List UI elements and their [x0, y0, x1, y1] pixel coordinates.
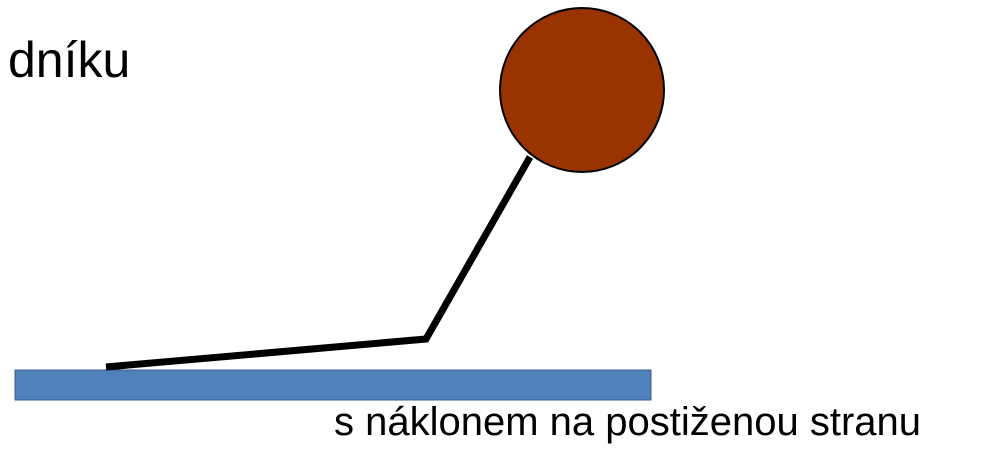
- head-circle: [499, 7, 665, 173]
- heading-text: dníku: [8, 32, 131, 88]
- caption-text: s náklonem na postiženou stranu: [334, 400, 922, 444]
- base-bar: [14, 369, 652, 401]
- body-line: [105, 155, 534, 371]
